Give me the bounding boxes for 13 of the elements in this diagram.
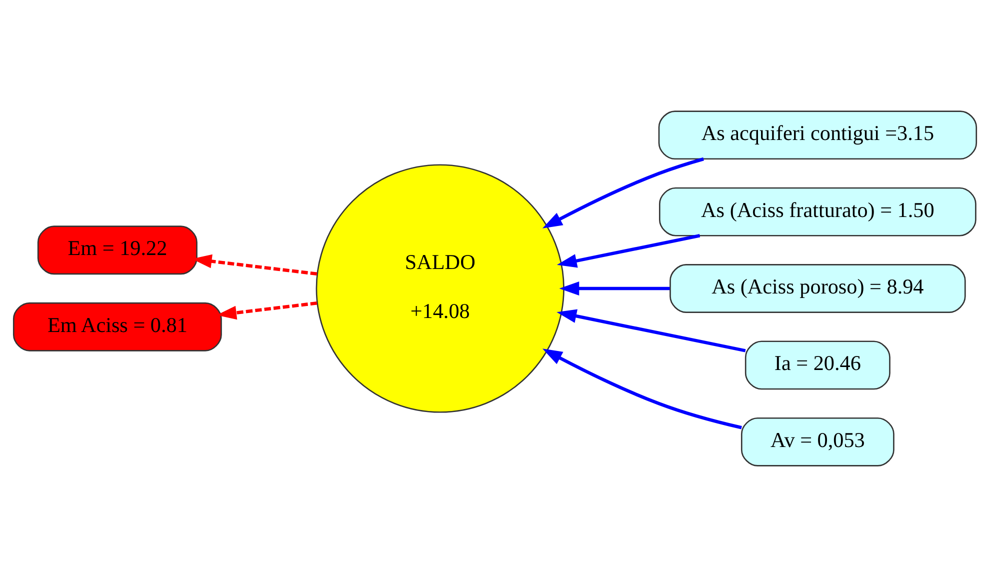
arrow: [556, 309, 746, 352]
arrow: [542, 157, 704, 228]
node-box: Em Aciss = 0.81: [12, 302, 222, 352]
node-box: Ia = 20.46: [744, 340, 890, 390]
node-box: Av = 0,053: [740, 417, 894, 466]
node-box: Em = 19.22: [37, 226, 198, 275]
node-box: As (Aciss fratturato) = 1.50: [658, 187, 976, 236]
arrow: [216, 301, 318, 320]
arrow: [559, 282, 670, 296]
node-box: As acquiferi contigui =3.15: [658, 110, 978, 160]
arrow: [542, 348, 742, 430]
arrow: [556, 234, 700, 268]
node-box: As (Aciss poroso) = 8.94: [670, 264, 966, 313]
